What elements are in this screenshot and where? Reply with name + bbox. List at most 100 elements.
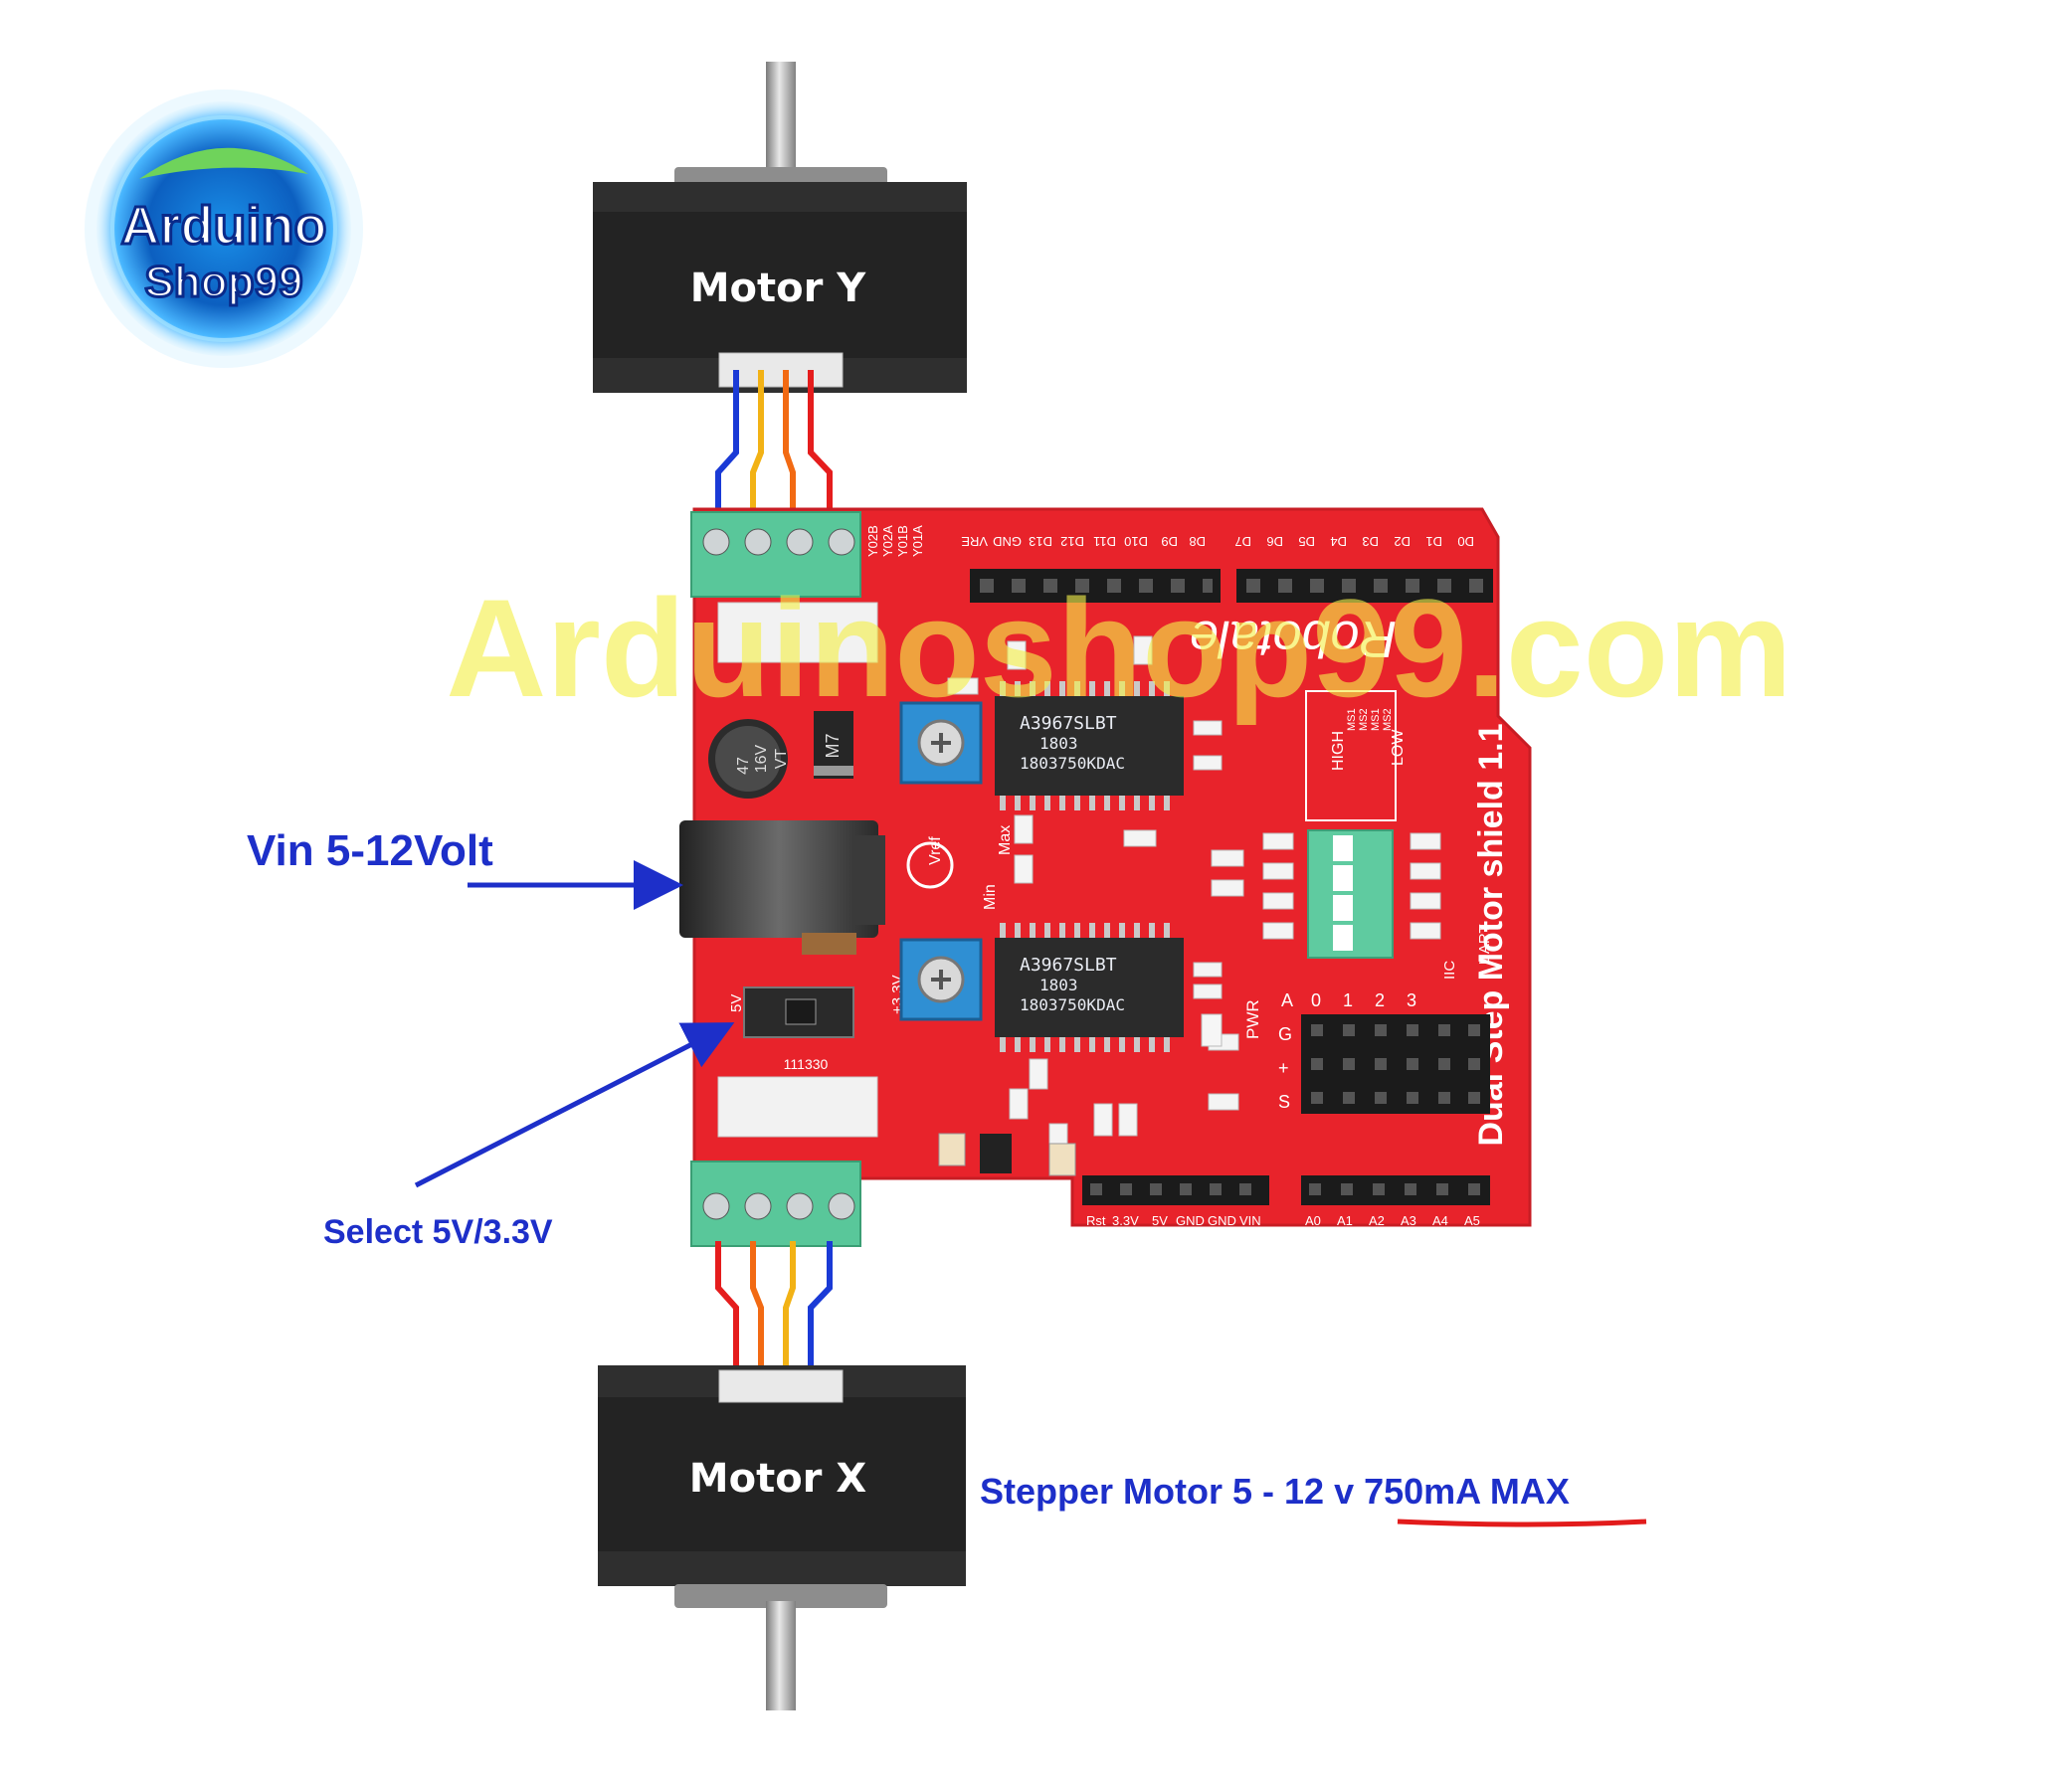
select-voltage-label: Select 5V/3.3V xyxy=(323,1213,553,1251)
driver-chip-2: A3967SLBT 1803 1803750KDAC xyxy=(995,923,1184,1052)
chip-date-code: 1803 xyxy=(1039,734,1078,753)
chip-date-code: 1803 xyxy=(1039,976,1078,994)
motor-x-header-connector xyxy=(717,1076,878,1138)
vref-potentiometer-1[interactable] xyxy=(899,701,983,785)
switch-left-label: 5V xyxy=(728,994,745,1012)
logo-line1: Arduino xyxy=(121,196,327,256)
capacitor-value: 47 xyxy=(735,757,752,775)
pin-label: D9 xyxy=(1161,534,1178,549)
ms-label: MS2 xyxy=(1358,708,1370,731)
digital-header-labels: VRE GND D13 D12 D11 D10 D9 D8 D7 D6 D5 D… xyxy=(961,534,1474,549)
low-label: LOW xyxy=(1390,729,1407,766)
power-led xyxy=(1201,1013,1223,1047)
pin-label: D10 xyxy=(1124,534,1148,549)
pin-label: D11 xyxy=(1093,534,1116,549)
motor-shield-board: Robotale Dual Step Motor shield 1.1 Y02B… xyxy=(679,507,1532,1247)
motor-y-wires xyxy=(715,370,833,522)
grid-col-label: 3 xyxy=(1407,990,1416,1010)
motor-x-label: Motor X xyxy=(689,1456,867,1502)
stepper-spec-label: Stepper Motor 5 - 12 v 750mA MAX xyxy=(980,1471,1570,1512)
power-pin-label: GND xyxy=(1208,1213,1236,1228)
capacitor-voltage: 16V xyxy=(753,744,770,773)
vref-labels: Vref Min Max xyxy=(906,825,1014,910)
io-grid-labels: A 0 1 2 3 G + S IIC UART xyxy=(1278,924,1493,1112)
board-brand: Robotale xyxy=(1190,610,1397,667)
power-header: Rst 3.3V 5V GND GND VIN xyxy=(1082,1175,1269,1228)
vref-max-label: Max xyxy=(997,825,1014,855)
terminal-labels-y: Y02B Y02A Y01B Y01A xyxy=(865,525,925,557)
analog-pin-label: A5 xyxy=(1464,1213,1480,1228)
ms-label: MS2 xyxy=(1382,708,1394,731)
power-led-label: PWR xyxy=(1243,999,1262,1039)
pin-label: D1 xyxy=(1425,534,1442,549)
digital-header-left xyxy=(970,569,1221,603)
regulator-chip xyxy=(980,1134,1012,1173)
terminal-block-x xyxy=(690,1161,861,1247)
smd-capacitor xyxy=(938,1133,966,1166)
microstep-label-box xyxy=(1305,690,1397,821)
stepper-spec-limit: 750mA MAX xyxy=(1364,1471,1570,1512)
capacitor: 47 16V VT xyxy=(708,719,790,799)
power-pin-label: 3.3V xyxy=(1112,1213,1139,1228)
ms-label: MS1 xyxy=(1370,708,1382,731)
motor-x-shaft xyxy=(766,1601,796,1710)
grid-row-label: S xyxy=(1278,1092,1290,1112)
terminal-label: Y02A xyxy=(880,525,895,557)
iic-label: IIC xyxy=(1441,961,1458,980)
terminal-block-y xyxy=(690,511,861,598)
terminal-label: Y01A xyxy=(910,525,925,557)
grid-col-label: 2 xyxy=(1375,990,1385,1010)
watermark: Arduinoshop99.com xyxy=(446,570,1791,726)
pin-label: D12 xyxy=(1060,534,1084,549)
brand-logo: Arduino Shop99 xyxy=(85,90,363,368)
diode-label: M7 xyxy=(823,733,843,758)
analog-header: A0 A1 A2 A3 A4 A5 xyxy=(1301,1175,1490,1228)
stepper-spec-prefix: Stepper Motor 5 - 12 v xyxy=(980,1471,1364,1512)
pin-label: D6 xyxy=(1266,534,1283,549)
uart-label: UART xyxy=(1476,924,1493,965)
pin-label: D13 xyxy=(1029,534,1052,549)
annotation-stepper-spec: Stepper Motor 5 - 12 v 750mA MAX xyxy=(980,1471,1647,1527)
motor-y-label: Motor Y xyxy=(690,266,867,311)
motor-y-connector xyxy=(718,352,844,388)
annotation-vin: Vin 5-12Volt xyxy=(247,826,683,910)
io-pin-grid xyxy=(1301,1014,1490,1114)
switch-code: 111330 xyxy=(784,1056,829,1072)
motor-x-connector xyxy=(718,1369,844,1403)
vref-potentiometer-2[interactable] xyxy=(899,938,983,1021)
terminal-label: X01B xyxy=(893,1211,908,1243)
annotation-select-voltage: Select 5V/3.3V xyxy=(323,1022,735,1251)
motor-x: Motor X xyxy=(598,1365,966,1710)
microstep-dip-switch[interactable] xyxy=(1307,829,1394,959)
chip-lot-code: 1803750KDAC xyxy=(1020,754,1125,773)
power-pin-label: Rst xyxy=(1086,1213,1106,1228)
grid-col-label: A xyxy=(1281,990,1293,1010)
smd-capacitor xyxy=(1048,1143,1076,1176)
power-pin-label: 5V xyxy=(1152,1213,1168,1228)
vref-label: Vref xyxy=(927,836,944,865)
grid-col-label: 0 xyxy=(1311,990,1321,1010)
pin-label: D3 xyxy=(1362,534,1379,549)
power-pin-label: VIN xyxy=(1239,1213,1261,1228)
terminal-label: X01A xyxy=(878,1211,893,1243)
motor-y: Motor Y xyxy=(593,62,967,393)
digital-header-right xyxy=(1236,569,1493,603)
analog-pin-label: A0 xyxy=(1305,1213,1321,1228)
terminal-label: X02B xyxy=(923,1211,938,1243)
terminal-label: Y01B xyxy=(895,525,910,557)
analog-pin-label: A3 xyxy=(1401,1213,1416,1228)
capacitor-code: VT xyxy=(773,749,790,770)
driver-chip-1: A3967SLBT 1803 1803750KDAC xyxy=(995,681,1184,810)
stepper-limit-underline xyxy=(1397,1519,1647,1527)
pin-label: D0 xyxy=(1457,534,1474,549)
pin-label: D7 xyxy=(1234,534,1251,549)
terminal-label: Y02B xyxy=(865,525,880,557)
motor-x-wires xyxy=(715,1241,833,1387)
vref-min-label: Min xyxy=(982,884,999,910)
chip-lot-code: 1803750KDAC xyxy=(1020,995,1125,1014)
grid-row-label: G xyxy=(1278,1024,1292,1044)
pin-label: GND xyxy=(993,534,1022,549)
analog-pin-label: A2 xyxy=(1369,1213,1385,1228)
